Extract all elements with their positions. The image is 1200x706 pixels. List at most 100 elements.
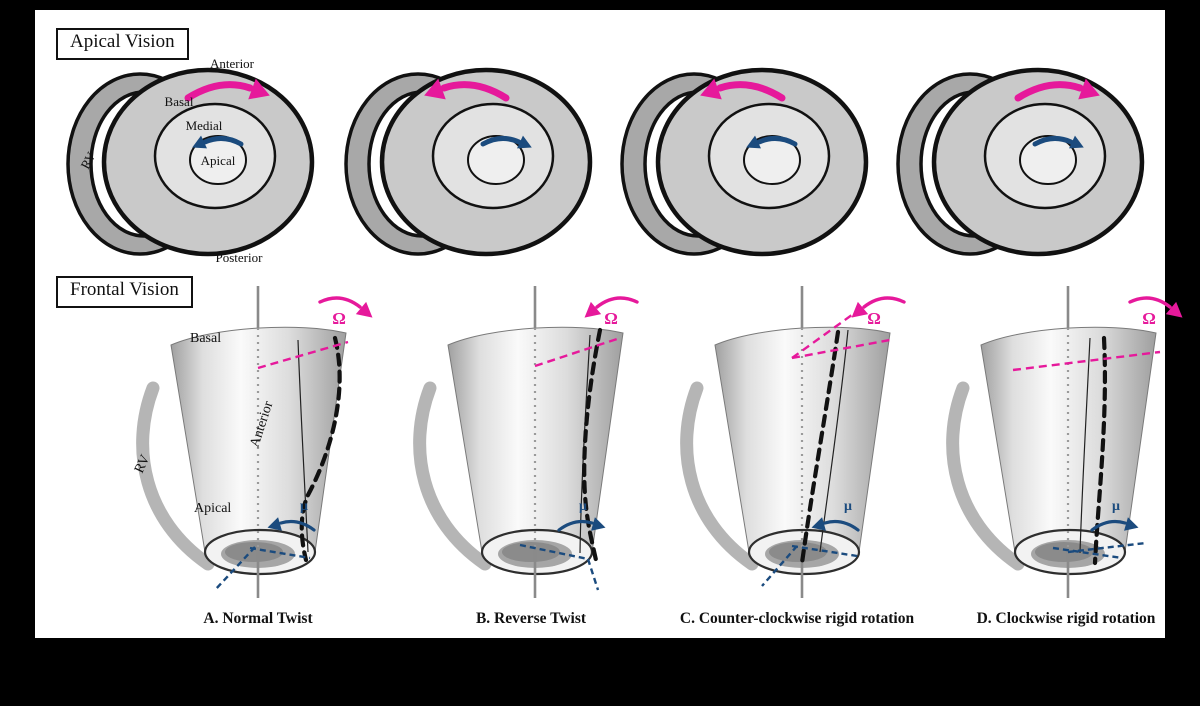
basal-arrow-shaft [716, 81, 786, 102]
rv-band [680, 381, 759, 571]
basal-arrow-shaft [440, 81, 510, 102]
apical-rotation-reference-line [791, 544, 858, 558]
basal-arrowhead [424, 78, 446, 100]
apical-rotation-reference-line-2 [586, 558, 600, 591]
omega-rotation-arrow-ccw-icon [851, 296, 906, 318]
apical-arrow-shaft [1032, 136, 1074, 147]
rv-band [136, 381, 215, 571]
omega-label: Ω [332, 309, 346, 328]
caption-cw-rigid-rotation: D. Clockwise rigid rotation [976, 610, 1156, 627]
rv-band [413, 381, 492, 571]
apical-vision-title: Apical Vision [70, 31, 175, 52]
apical-diagram-ccw-rigid-rotation [620, 67, 869, 257]
frontal-diagram-cw-rigid-rotation: Ω μ [946, 286, 1183, 598]
mu-arrow-shaft [557, 519, 594, 532]
apical-rotation-reference-line-2 [761, 545, 798, 587]
twist-deformation-line [582, 327, 603, 568]
frontal-diagram-ccw-rigid-rotation: Ω μ [680, 286, 906, 598]
omega-label: Ω [867, 309, 881, 328]
apical-rotation-arrow-ccw-icon [746, 135, 798, 149]
label-medial: Medial [186, 118, 223, 133]
apex-cavity-shadow [1035, 542, 1093, 562]
frontal-diagram-reverse-twist: Ω μ [413, 286, 639, 598]
basal-rotation-reference-line-2 [791, 338, 891, 360]
label-basal: Basal [165, 94, 194, 109]
apical-rotation-arrow-cw-icon [480, 135, 532, 149]
mu-rotation-arrow-ccw-icon [811, 517, 860, 532]
omega-arrow-shaft [595, 296, 639, 309]
twist-deformation-line [799, 329, 841, 566]
twist-deformation-line [1092, 335, 1108, 566]
apical-arrow-shaft [480, 136, 522, 147]
apical-arrowhead [746, 135, 761, 149]
apical-rotation-reference-line [249, 546, 311, 560]
omega-arrowhead [584, 301, 602, 318]
frontal-diagram-normal-twist: Ω μ Basal Anterior Apical RV [132, 286, 373, 598]
omega-rotation-arrow-cw-icon [318, 296, 373, 318]
apical-vision-title-box: Apical Vision [56, 28, 189, 60]
basal-rotation-arrow-cw-icon [184, 78, 270, 102]
label-apical: Apical [201, 153, 236, 168]
basal-arrowhead [248, 78, 270, 100]
mu-rotation-arrow-cw-icon [1090, 517, 1139, 532]
basal-rotation-reference-line [791, 311, 857, 359]
label-anterior: Anterior [210, 56, 255, 71]
mu-arrow-shaft [823, 519, 860, 532]
mu-label: μ [579, 499, 587, 514]
mu-arrow-shaft [279, 519, 316, 532]
twist-deformation-line [299, 335, 342, 563]
apical-arrow-shaft [756, 136, 798, 147]
frontal-vision-title-box: Frontal Vision [56, 276, 193, 308]
basal-arrow-shaft [1014, 81, 1084, 102]
basal-rotation-reference-line [1012, 350, 1161, 372]
basal-arrow-shaft [184, 81, 254, 102]
mu-arrowhead [1124, 517, 1139, 531]
apical-arrowhead [1069, 135, 1084, 149]
omega-rotation-arrow-ccw-icon [584, 296, 639, 318]
basal-arrowhead [1078, 78, 1100, 100]
basal-rotation-reference-line [534, 336, 621, 368]
omega-arrowhead [355, 301, 373, 318]
wall-reference-line [1079, 337, 1091, 554]
omega-label: Ω [1142, 309, 1156, 328]
mu-arrowhead [811, 517, 826, 531]
mu-arrowhead [267, 517, 282, 531]
mu-label: μ [844, 499, 852, 514]
caption-ccw-rigid-rotation: C. Counter-clockwise rigid rotation [679, 610, 915, 627]
label-posterior: Posterior [216, 250, 264, 265]
omega-arrowhead [1165, 301, 1183, 318]
mu-label: μ [1112, 499, 1120, 514]
omega-arrow-shaft [318, 296, 362, 309]
label-rv: RV [132, 453, 153, 476]
mu-rotation-arrow-ccw-icon [267, 517, 316, 532]
label-rv: RV [77, 149, 99, 172]
mu-arrow-shaft [1090, 519, 1127, 532]
apical-rotation-reference-line [1052, 546, 1123, 560]
basal-rotation-arrow-ccw-icon [700, 78, 786, 102]
basal-rotation-arrow-ccw-icon [424, 78, 510, 102]
apical-arrowhead [517, 135, 532, 149]
apical-diagram-cw-rigid-rotation [896, 67, 1145, 257]
apex-cavity-shadow [502, 542, 560, 562]
apical-arrow-shaft [202, 136, 244, 147]
mu-label: μ [300, 499, 308, 514]
omega-label: Ω [604, 309, 618, 328]
basal-rotation-reference-line [257, 340, 349, 370]
apical-rotation-reference-line [519, 543, 589, 561]
omega-arrow-shaft [1128, 296, 1172, 309]
basal-rotation-arrow-cw-icon [1014, 78, 1100, 102]
mu-rotation-arrow-cw-icon [557, 517, 606, 532]
basal-arrowhead [700, 78, 722, 100]
lv-apical-ellipse [467, 135, 525, 185]
label-apical: Apical [194, 501, 231, 516]
apical-diagram-normal-twist: Anterior Basal Medial Apical RV Posterio… [66, 56, 315, 265]
apex-cavity-shadow [769, 542, 827, 562]
apical-rotation-arrow-cw-icon [1032, 135, 1084, 149]
mu-arrowhead [591, 517, 606, 531]
lv-apical-ellipse [1019, 135, 1077, 185]
frontal-vision-title: Frontal Vision [70, 279, 179, 300]
caption-reverse-twist: B. Reverse Twist [475, 610, 587, 627]
caption-normal-twist: A. Normal Twist [203, 610, 313, 627]
omega-arrow-shaft [862, 296, 906, 309]
